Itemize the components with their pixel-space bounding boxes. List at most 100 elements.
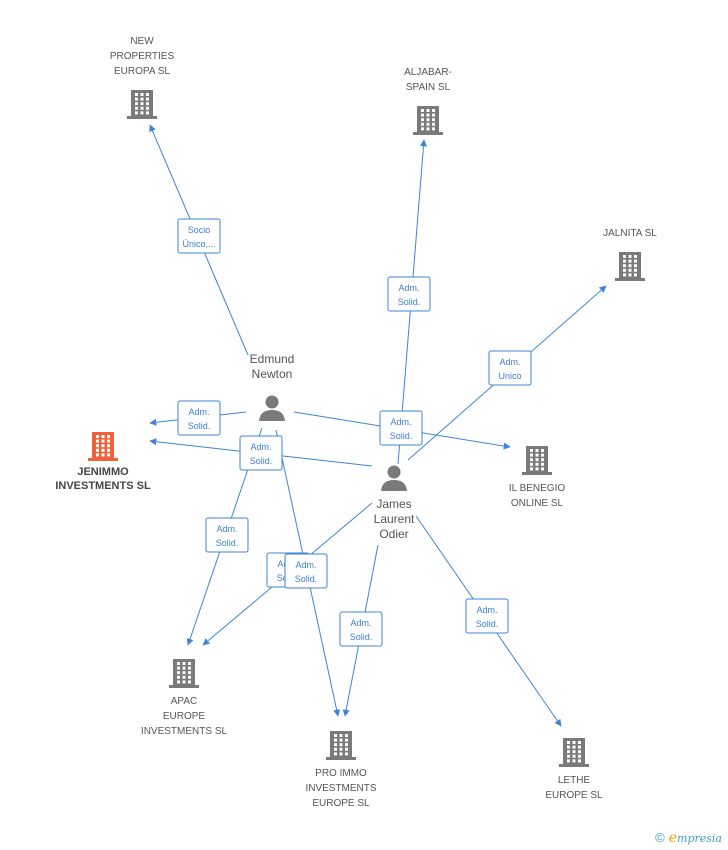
window — [140, 97, 144, 101]
window — [426, 122, 430, 126]
window — [541, 449, 544, 452]
window — [535, 458, 539, 462]
company-icon-apac[interactable] — [169, 659, 199, 688]
relation-label-r2[interactable]: Adm.Solid. — [387, 276, 431, 312]
brand-initial: e — [668, 830, 678, 846]
window — [628, 259, 632, 263]
window — [135, 102, 138, 106]
relation-label-r9[interactable]: Adm.Solid. — [284, 553, 328, 589]
window — [182, 680, 186, 684]
relation-text-line: Adm. — [390, 417, 411, 427]
window — [541, 467, 544, 471]
person-icon-james[interactable] — [381, 465, 407, 492]
window — [339, 752, 343, 756]
window — [182, 675, 186, 679]
relation-text-line: Solid. — [476, 619, 499, 629]
person-label-james-line: Odier — [379, 527, 408, 541]
window — [334, 734, 337, 737]
window — [140, 93, 144, 96]
window — [432, 118, 435, 122]
copyright-icon: © — [655, 830, 665, 845]
window — [140, 106, 144, 110]
window — [345, 752, 348, 756]
company-label-new-properties-line: EUROPA SL — [114, 66, 170, 77]
window — [567, 754, 570, 758]
relation-text-line: Solid. — [216, 538, 239, 548]
window — [426, 127, 430, 131]
person-icon-james-body — [381, 480, 407, 491]
relation-text-line: Adm. — [350, 618, 371, 628]
window — [623, 259, 626, 263]
relation-text: Adm.Solid. — [476, 605, 499, 629]
window — [146, 97, 149, 101]
relation-text-line: Solid. — [398, 297, 421, 307]
relation-label-r10[interactable]: Adm.Solid. — [339, 611, 383, 647]
relation-label-r7[interactable]: Adm.Solid. — [205, 517, 249, 553]
relation-label-r11[interactable]: Adm.Solid. — [465, 598, 509, 634]
window — [339, 738, 343, 742]
window — [530, 453, 533, 457]
person-label-edmund-line: Newton — [252, 367, 293, 381]
window — [345, 738, 348, 742]
person-icon-edmund[interactable] — [259, 395, 285, 422]
company-icon-lethe[interactable] — [559, 738, 589, 767]
window — [188, 662, 191, 665]
window — [530, 467, 533, 471]
window — [634, 268, 637, 272]
window — [345, 734, 348, 737]
relation-box — [205, 517, 249, 553]
window — [567, 759, 570, 763]
relation-box — [284, 553, 328, 589]
company-icon-aljabar[interactable] — [413, 106, 443, 135]
window — [188, 680, 191, 684]
relation-text-line: Unico — [498, 371, 521, 381]
company-icon-jenimmo[interactable] — [88, 432, 118, 461]
window — [421, 113, 424, 117]
company-icon-new-properties[interactable] — [127, 90, 157, 119]
window — [578, 759, 581, 763]
company-icon-pro-immo[interactable] — [326, 731, 356, 760]
relation-text: Adm.Solid. — [350, 618, 373, 642]
window — [146, 111, 149, 115]
window — [96, 453, 99, 457]
company-icon-il-benegio[interactable] — [522, 446, 552, 475]
window — [530, 449, 533, 452]
window — [628, 264, 632, 268]
window — [426, 113, 430, 117]
window — [107, 453, 110, 457]
relation-label-r6[interactable]: Adm.Solid. — [379, 410, 423, 446]
company-label-jalnita: JALNITA SL — [603, 228, 657, 239]
relation-box — [387, 276, 431, 312]
window — [339, 734, 343, 737]
window — [572, 759, 576, 763]
window — [623, 273, 626, 277]
relation-text: Adm.Unico — [498, 357, 521, 381]
relation-label-r5[interactable]: Adm.Solid. — [239, 435, 283, 471]
window — [96, 448, 99, 452]
person-icon-james-head — [387, 465, 401, 479]
company-label-new-properties-line: PROPERTIES — [110, 51, 175, 62]
window — [572, 745, 576, 749]
window — [628, 255, 632, 258]
company-icon-jalnita[interactable] — [615, 252, 645, 281]
relation-label-r3[interactable]: Adm.Unico — [488, 350, 532, 386]
window — [188, 671, 191, 675]
window — [135, 93, 138, 96]
window — [567, 745, 570, 749]
window — [107, 448, 110, 452]
window — [572, 750, 576, 754]
window — [634, 259, 637, 263]
window — [578, 750, 581, 754]
relation-label-r4[interactable]: Adm.Solid. — [177, 400, 221, 436]
footer-brand[interactable]: ©empresia — [655, 830, 722, 846]
window — [623, 268, 626, 272]
window — [421, 109, 424, 112]
company-label-pro-immo-line: PRO IMMO — [315, 768, 367, 779]
window — [572, 754, 576, 758]
window — [634, 264, 637, 268]
